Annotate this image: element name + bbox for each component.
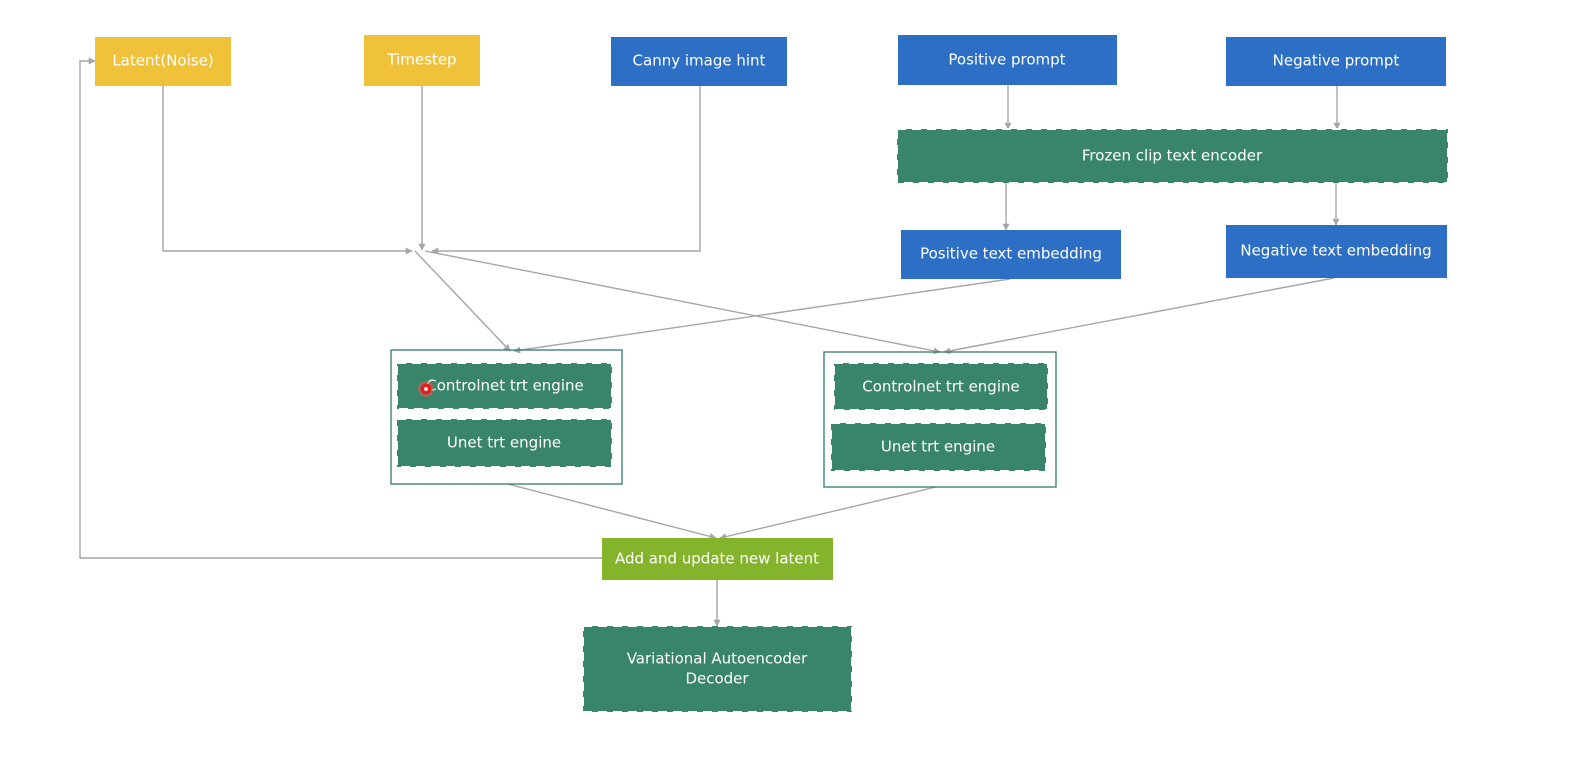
connector-canny-to-junction — [431, 86, 701, 255]
latent-noise-label: Latent(Noise) — [112, 52, 213, 70]
left-controlnet-dashed-border — [396, 362, 613, 410]
add-update-latent-label: Add and update new latent — [615, 550, 819, 568]
connector-latent-to-junction — [162, 86, 413, 255]
frozen-clip-text-encoder-box — [897, 129, 1448, 183]
left-engine-group-frame — [390, 349, 623, 485]
right-engine-group-frame — [823, 351, 1057, 488]
left-unet-trt-engine[interactable]: Unet trt engine — [396, 418, 613, 468]
negative-prompt-label: Negative prompt — [1273, 52, 1400, 70]
left-unet-label: Unet trt engine — [447, 434, 561, 452]
canny-image-hint-box — [611, 37, 787, 86]
connector-negative-embedding-to-right-group — [943, 277, 1335, 355]
add-update-latent-box — [602, 538, 833, 580]
positive-text-embedding-box — [901, 230, 1121, 279]
connector-junction-to-left-group — [414, 250, 511, 352]
add-update-latent-node[interactable]: Add and update new latent — [602, 538, 833, 580]
right-controlnet-label: Controlnet trt engine — [862, 378, 1019, 396]
positive-prompt-box — [898, 35, 1117, 85]
frozen-clip-text-encoder-node[interactable]: Frozen clip text encoder — [896, 128, 1449, 184]
right-unet-box — [831, 423, 1046, 471]
left-unet-box — [397, 419, 612, 467]
positive-prompt-label: Positive prompt — [948, 51, 1065, 69]
canny-image-hint-label: Canny image hint — [633, 52, 766, 70]
left-controlnet-label: Controlnet trt engine — [426, 377, 583, 395]
connector-positive-embedding-to-left-group — [513, 278, 1011, 354]
connectors — [79, 57, 1341, 627]
frozen-clip-text-encoder-label: Frozen clip text encoder — [1082, 147, 1263, 165]
left-engine-group[interactable]: Controlnet trt engine Unet trt engine — [390, 349, 623, 485]
latent-noise-node[interactable]: Latent(Noise) — [95, 37, 231, 86]
connector-junction-to-right-group — [424, 250, 941, 355]
negative-prompt-box — [1226, 37, 1446, 86]
frozen-clip-text-encoder-dashed-border — [896, 128, 1449, 184]
right-unet-trt-engine[interactable]: Unet trt engine — [830, 422, 1047, 472]
right-controlnet-trt-engine[interactable]: Controlnet trt engine — [833, 362, 1049, 411]
positive-text-embedding-node[interactable]: Positive text embedding — [901, 230, 1121, 279]
cursor-marker-icon — [418, 381, 434, 397]
connector-feedback-loop — [79, 57, 602, 559]
positive-text-embedding-label: Positive text embedding — [920, 245, 1102, 263]
cursor-marker-center — [424, 387, 428, 391]
vae-decoder-dashed-border — [582, 625, 853, 713]
left-unet-dashed-border — [396, 418, 613, 468]
canny-image-hint-node[interactable]: Canny image hint — [611, 37, 787, 86]
vae-decoder-label-line2: Decoder — [685, 670, 749, 688]
right-engine-group[interactable]: Controlnet trt engine Unet trt engine — [823, 351, 1057, 488]
right-controlnet-dashed-border — [833, 362, 1049, 411]
negative-text-embedding-node[interactable]: Negative text embedding — [1226, 225, 1447, 278]
vae-decoder-box — [583, 626, 852, 712]
timestep-node[interactable]: Timestep — [364, 35, 480, 86]
left-controlnet-trt-engine[interactable]: Controlnet trt engine — [396, 362, 613, 410]
right-controlnet-box — [834, 363, 1048, 410]
vae-decoder-node[interactable]: Variational Autoencoder Decoder — [582, 625, 853, 713]
right-unet-dashed-border — [830, 422, 1047, 472]
positive-prompt-node[interactable]: Positive prompt — [898, 35, 1117, 85]
vae-decoder-label-line1: Variational Autoencoder — [627, 650, 808, 668]
negative-prompt-node[interactable]: Negative prompt — [1226, 37, 1446, 86]
latent-noise-box — [95, 37, 231, 86]
negative-text-embedding-box — [1226, 225, 1447, 278]
right-unet-label: Unet trt engine — [881, 438, 995, 456]
connector-left-group-to-add-latent — [507, 483, 717, 540]
timestep-box — [364, 35, 480, 86]
connector-right-group-to-add-latent — [719, 486, 937, 540]
negative-text-embedding-label: Negative text embedding — [1240, 242, 1431, 260]
timestep-label: Timestep — [386, 51, 456, 69]
